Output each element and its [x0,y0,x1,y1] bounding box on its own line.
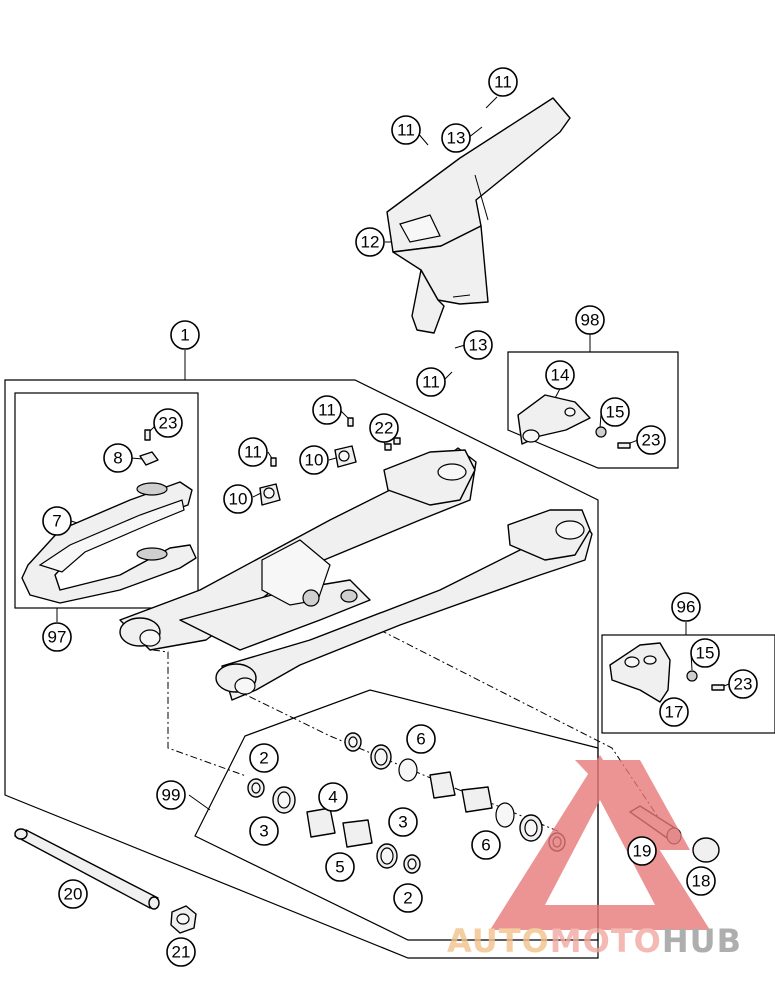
callout-10-upper: 10 [299,445,329,475]
svg-text:4: 4 [328,788,337,807]
chain-guide-kit-frame-96 [601,634,775,734]
callout-19: 19 [627,836,657,866]
watermark-auto: AUTO [447,922,550,960]
callout-96: 96 [671,592,701,622]
svg-text:11: 11 [318,401,336,420]
chain-guide-96 [609,642,725,703]
svg-text:96: 96 [677,598,696,617]
callout-17: 17 [659,697,689,727]
callout-97: 97 [42,622,72,652]
svg-text:8: 8 [113,449,122,468]
svg-text:14: 14 [551,366,570,385]
callout-20: 20 [58,879,88,909]
svg-text:2: 2 [403,889,412,908]
chain-slider-kit-frame [14,392,199,609]
chain-guide-kit-frame-98 [507,351,679,469]
bearing-parts [247,732,566,874]
svg-text:3: 3 [259,822,268,841]
callout-3-left: 3 [249,816,279,846]
callout-23-right-lower: 23 [728,669,758,699]
callout-7: 7 [42,506,72,536]
callout-2-upper: 2 [249,743,279,773]
watermark-logo [490,755,710,930]
callout-18: 18 [686,866,716,896]
callout-11-lower: 11 [238,437,268,467]
svg-text:19: 19 [633,842,652,861]
svg-text:3: 3 [398,813,407,832]
svg-text:18: 18 [692,872,711,891]
svg-text:20: 20 [64,885,83,904]
callout-12: 12 [355,227,385,257]
chain-guard [386,97,571,334]
callout-98: 98 [575,305,605,335]
svg-text:6: 6 [481,836,490,855]
svg-text:23: 23 [642,431,661,450]
svg-text:11: 11 [397,121,415,140]
callout-10-lower: 10 [223,484,253,514]
chain-guide-98 [517,394,631,449]
svg-text:1: 1 [180,326,189,345]
svg-text:7: 7 [52,512,61,531]
callout-11-top: 11 [488,67,518,97]
callout-1: 1 [170,320,200,350]
watermark-text: AUTOMOTOHUB [447,922,742,960]
leader-lines [56,96,730,811]
svg-text:99: 99 [162,786,181,805]
svg-text:97: 97 [48,628,67,647]
svg-text:13: 13 [469,336,488,355]
svg-text:23: 23 [734,675,753,694]
callout-11-bottom: 11 [416,367,446,397]
bearing-kit-frame [194,689,599,941]
svg-text:21: 21 [172,943,191,962]
swingarm [119,447,593,701]
watermark-hub: HUB [662,922,742,960]
callout-23-right-upper: 23 [636,425,666,455]
svg-text:98: 98 [581,311,600,330]
callout-14: 14 [545,360,575,390]
callout-22: 22 [369,413,399,443]
callout-15-upper: 15 [600,397,630,427]
callout-21: 21 [166,937,196,967]
svg-text:11: 11 [244,443,262,462]
svg-text:6: 6 [416,730,425,749]
callout-13-bottom: 13 [463,330,493,360]
svg-text:23: 23 [159,414,178,433]
group-frames [4,351,775,959]
svg-text:15: 15 [696,644,715,663]
svg-text:5: 5 [335,858,344,877]
svg-text:2: 2 [259,749,268,768]
callout-6-upper: 6 [406,724,436,754]
callout-6-lower: 6 [471,830,501,860]
svg-text:13: 13 [447,129,466,148]
svg-text:17: 17 [665,703,684,722]
main-assembly-frame [4,379,599,959]
callout-3-right: 3 [388,807,418,837]
svg-text:11: 11 [494,73,512,92]
svg-text:15: 15 [606,403,625,422]
watermark: AUTOMOTOHUB [447,755,742,960]
callouts: 1 11 11 13 12 13 11 98 14 15 23 11 22 11… [42,67,758,967]
callout-13-top: 13 [441,123,471,153]
callout-11-mid: 11 [312,395,342,425]
chain-slider [21,429,197,604]
callout-5: 5 [325,852,355,882]
callout-8: 8 [103,443,133,473]
svg-text:22: 22 [375,419,394,438]
svg-text:12: 12 [361,233,380,252]
callout-2-lower: 2 [393,883,423,913]
callout-4: 4 [318,782,348,812]
svg-text:10: 10 [229,490,248,509]
svg-text:11: 11 [422,373,440,392]
callout-11-left: 11 [391,115,421,145]
svg-text:10: 10 [305,451,324,470]
watermark-moto: MOTO [550,922,662,960]
callout-99: 99 [156,780,186,810]
swingarm-hardware [259,417,401,506]
callout-15-lower: 15 [690,638,720,668]
callout-23-left: 23 [153,408,183,438]
